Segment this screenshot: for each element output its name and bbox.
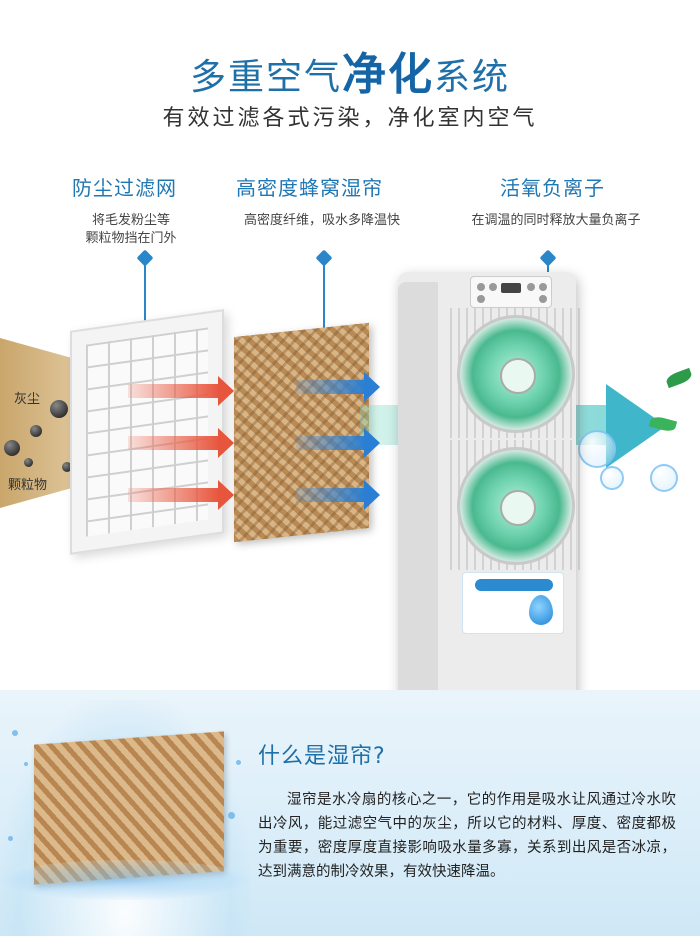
air-cooler-side (398, 282, 438, 742)
title-part2: 系统 (434, 57, 511, 98)
warm-air-arrow (128, 480, 234, 510)
water-drop-icon (24, 762, 28, 766)
faq-answer: 湿帘是水冷扇的核心之一，它的作用是吸水让风通过冷水吹出冷风，能过滤空气中的灰尘，… (258, 792, 676, 880)
warm-air-arrow (128, 376, 234, 406)
feature-desc-filter: 将毛发粉尘等 颗粒物挡在门外 (66, 212, 196, 248)
control-button-icon (477, 283, 485, 291)
dust-particle-icon (50, 400, 68, 418)
title-part1: 多重空气 (189, 57, 342, 98)
water-drop-icon (12, 730, 18, 736)
dust-label: 灰尘 (14, 392, 41, 407)
dust-particle-icon (24, 458, 33, 467)
feature-title-filter: 防尘过滤网 (72, 176, 177, 200)
particle-label: 颗粒物 (8, 478, 48, 493)
feature-title-ion: 活氧负离子 (500, 176, 605, 200)
control-button-icon (489, 283, 497, 291)
leaf-icon (664, 367, 694, 389)
feature-desc-ion-line1: 在调温的同时释放大量负离子 (471, 213, 641, 228)
cool-air-arrow (296, 428, 380, 458)
dust-particle-icon (4, 440, 20, 456)
feature-title-pad: 高密度蜂窝湿帘 (236, 176, 383, 200)
control-panel (470, 276, 552, 308)
water-drop-icon (8, 836, 13, 841)
fan-icon (457, 447, 575, 565)
display-icon (501, 283, 521, 293)
control-button-icon (539, 283, 547, 291)
faq-question: 什么是湿帘? (258, 744, 386, 769)
dust-particle-icon (62, 462, 72, 472)
bubble-icon (650, 464, 678, 492)
feature-desc-filter-line2: 颗粒物挡在门外 (85, 231, 177, 246)
warm-air-arrow (128, 428, 234, 458)
control-button-icon (527, 283, 535, 291)
feature-desc-ion: 在调温的同时释放大量负离子 (446, 212, 666, 230)
honeycomb-pad-image (234, 322, 369, 543)
pointer-line-pad (323, 262, 325, 362)
product-sticker (462, 572, 564, 634)
fan-icon (457, 315, 575, 433)
water-pool (0, 860, 250, 900)
water-drop-icon (236, 760, 241, 765)
page-subtitle: 有效过滤各式污染，净化室内空气 (162, 106, 538, 131)
water-drop-icon (529, 595, 553, 625)
title-emphasis: 净化 (342, 49, 434, 100)
sticker-banner (475, 579, 553, 591)
control-button-icon (477, 295, 485, 303)
pointer-line-filter (144, 262, 146, 352)
feature-desc-filter-line1: 将毛发粉尘等 (91, 213, 170, 228)
feature-desc-pad: 高密度纤维，吸水多降温快 (222, 212, 422, 230)
water-drop-icon (228, 812, 235, 819)
control-button-icon (539, 295, 547, 303)
page-title: 多重空气净化系统 (0, 38, 700, 102)
dust-particle-icon (30, 425, 42, 437)
dust-filter-image (70, 309, 224, 555)
cool-air-arrow (296, 480, 380, 510)
bubble-icon (578, 430, 616, 468)
feature-desc-pad-line1: 高密度纤维，吸水多降温快 (243, 213, 400, 228)
cool-air-arrow (296, 372, 380, 402)
bubble-icon (600, 466, 624, 490)
